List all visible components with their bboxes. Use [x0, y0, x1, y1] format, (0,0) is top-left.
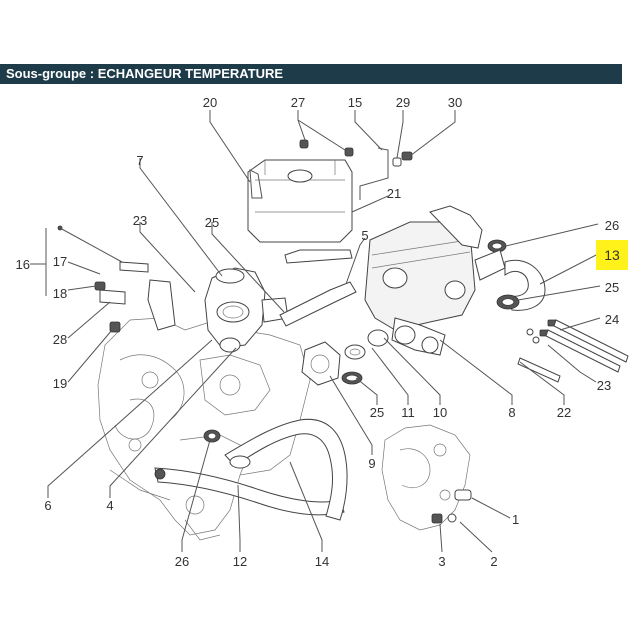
- callout-26-lower: 26: [175, 554, 189, 569]
- fittings-10-11: [341, 329, 389, 385]
- gasket-part-9: [301, 341, 341, 386]
- callout-30: 30: [448, 95, 462, 110]
- leader-lines: [30, 110, 601, 553]
- hose-part-14: [224, 418, 348, 521]
- callout-25-lower: 25: [370, 405, 384, 420]
- callout-27: 27: [291, 95, 305, 110]
- callout-2: 2: [490, 554, 497, 569]
- callout-9: 9: [368, 456, 375, 471]
- callout-23-upper: 23: [133, 213, 147, 228]
- callout-12: 12: [233, 554, 247, 569]
- tank-hose: [284, 249, 353, 264]
- callout-5: 5: [361, 228, 368, 243]
- callout-13: 13: [604, 247, 620, 263]
- hose-part-13: [474, 239, 546, 311]
- lower-hoses: [154, 418, 348, 521]
- callout-23-right: 23: [597, 378, 611, 393]
- screw-washer-29-30: [392, 151, 413, 167]
- expansion-tank: [247, 159, 353, 264]
- callout-21: 21: [387, 186, 401, 201]
- callout-29: 29: [396, 95, 410, 110]
- callout-3: 3: [438, 554, 445, 569]
- thermostat-housing: [204, 267, 289, 353]
- plug-part-3: [431, 513, 443, 524]
- subgroup-title: Sous-groupe : ECHANGEUR TEMPERATURE: [6, 66, 284, 81]
- engine-detail-lower-right: [381, 424, 472, 531]
- callout-20: 20: [203, 95, 217, 110]
- bolts-part-24: [526, 319, 629, 373]
- callout-8: 8: [508, 405, 515, 420]
- callout-17: 17: [53, 254, 67, 269]
- bolt-part-22: [517, 357, 561, 383]
- callout-14: 14: [315, 554, 329, 569]
- callout-28: 28: [53, 332, 67, 347]
- heat-exchanger: [364, 205, 483, 356]
- exchanger-top-flange: [429, 205, 483, 249]
- callout-1: 1: [512, 512, 519, 527]
- callout-16: 16: [16, 257, 30, 272]
- callout-7: 7: [136, 153, 143, 168]
- callout-24: 24: [605, 312, 619, 327]
- hose-part-12: [154, 467, 345, 516]
- callout-19: 19: [53, 376, 67, 391]
- callout-10: 10: [433, 405, 447, 420]
- callout-25-right: 25: [605, 280, 619, 295]
- screws-part-27: [299, 139, 354, 157]
- callout-25-upper: 25: [205, 215, 219, 230]
- callout-6: 6: [44, 498, 51, 513]
- callout-15: 15: [348, 95, 362, 110]
- pipe-part-5: [279, 281, 357, 327]
- oring-part-2: [447, 513, 457, 523]
- highlight-box: [596, 240, 628, 270]
- fitting-part-1: [454, 489, 472, 501]
- callout-22: 22: [557, 405, 571, 420]
- callout-26-right: 26: [605, 218, 619, 233]
- tank-cap: [287, 169, 313, 183]
- pipe-assembly-left: [57, 225, 176, 333]
- callout-18: 18: [53, 286, 67, 301]
- highlighted-callout-13[interactable]: 13: [596, 240, 628, 270]
- subgroup-title-bar: Sous-groupe : ECHANGEUR TEMPERATURE: [0, 64, 622, 84]
- callout-labels: 20 27 15 29 30 21 7 23 25 5 16 17 18 28 …: [16, 95, 620, 569]
- callout-4: 4: [106, 498, 113, 513]
- bracket-part-15: [359, 147, 389, 200]
- callout-11: 11: [401, 405, 415, 420]
